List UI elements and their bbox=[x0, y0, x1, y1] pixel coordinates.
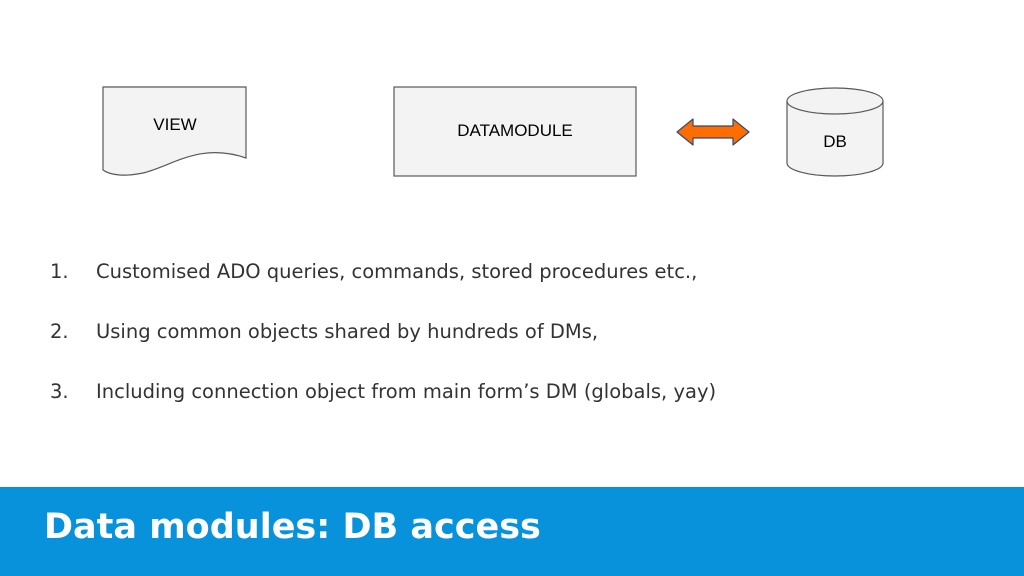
view-document-shape: VIEW bbox=[102, 86, 247, 176]
footer-bar: Data modules: DB access bbox=[0, 487, 1024, 576]
list-number: 2. bbox=[50, 320, 69, 343]
list-item: 1. Customised ADO queries, commands, sto… bbox=[50, 252, 990, 312]
datamodule-box: DATAMODULE bbox=[393, 86, 637, 177]
list-text: Using common objects shared by hundreds … bbox=[96, 320, 599, 343]
list-item: 3. Including connection object from main… bbox=[50, 372, 990, 432]
list-number: 1. bbox=[50, 260, 69, 283]
list-number: 3. bbox=[50, 380, 69, 403]
list-text: Including connection object from main fo… bbox=[96, 380, 717, 403]
list-item: 2. Using common objects shared by hundre… bbox=[50, 312, 990, 372]
architecture-diagram: VIEW DATAMODULE DB bbox=[102, 86, 884, 177]
view-label: VIEW bbox=[153, 115, 196, 134]
list-text: Customised ADO queries, commands, stored… bbox=[96, 260, 698, 283]
datamodule-label: DATAMODULE bbox=[457, 121, 573, 140]
points-list: 1. Customised ADO queries, commands, sto… bbox=[50, 252, 990, 432]
db-cylinder: DB bbox=[786, 87, 884, 177]
db-label: DB bbox=[823, 132, 847, 151]
slide-title: Data modules: DB access bbox=[44, 507, 541, 547]
bidirectional-arrow-icon bbox=[676, 118, 750, 146]
